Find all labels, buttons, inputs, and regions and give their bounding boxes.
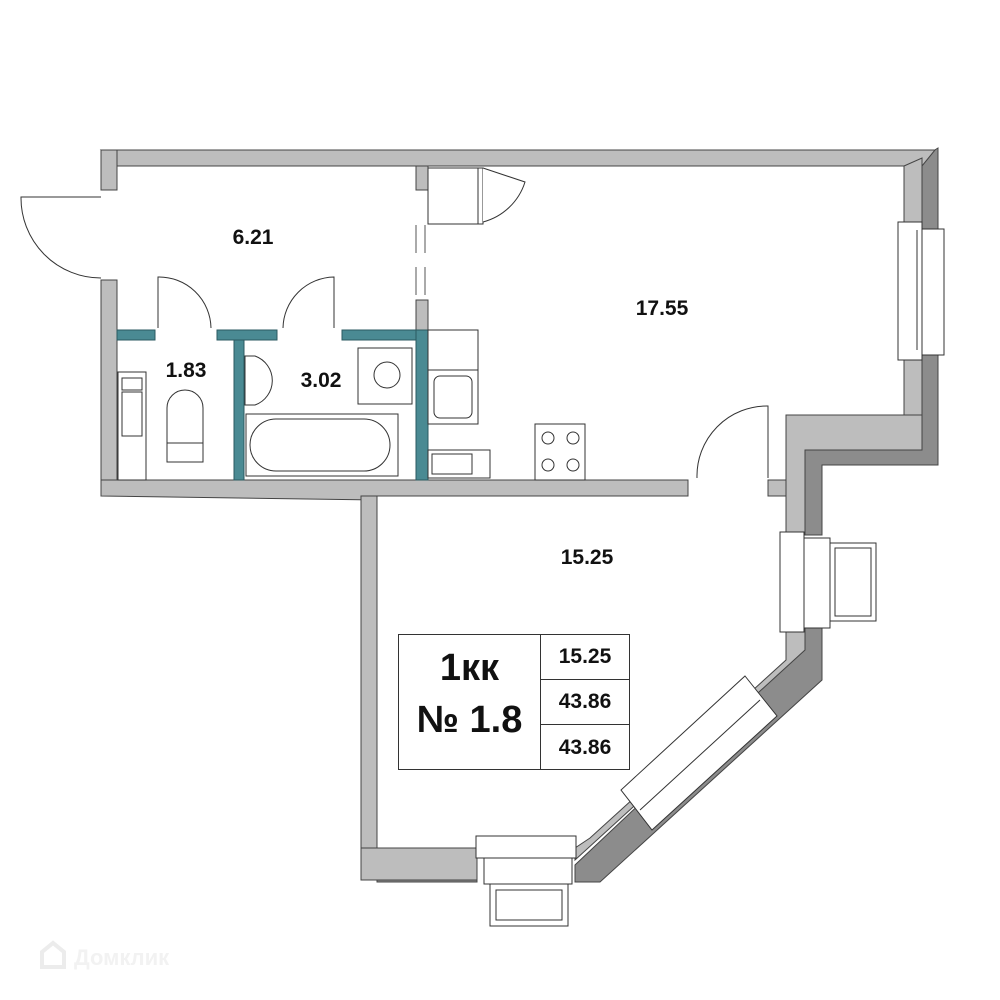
room-area-hallway: 6.21 [232, 226, 274, 249]
zone-divider [415, 225, 426, 305]
room-area-kitchen-living: 17.55 [635, 297, 689, 320]
fixtures [117, 167, 586, 481]
total-area-2: 43.86 [558, 735, 612, 759]
doors [20, 196, 769, 479]
living-area: 15.25 [541, 635, 629, 680]
room-area-toilet: 1.83 [165, 359, 207, 382]
room-area-bedroom: 15.25 [560, 546, 614, 569]
apartment-type: 1кк [439, 647, 500, 689]
apartment-id-block: 1кк № 1.8 [399, 635, 541, 769]
total-area: 43.86 [541, 680, 629, 725]
windows [475, 221, 945, 927]
watermark-text: Домклик [74, 945, 170, 970]
house-logo-icon [38, 940, 68, 976]
watermark: Домклик [38, 940, 169, 976]
room-area-bathroom: 3.02 [300, 369, 342, 392]
apartment-number: № 1.8 [416, 699, 523, 741]
apartment-areas: 15.25 43.86 43.86 [541, 635, 629, 769]
apartment-info-table: 1кк № 1.8 15.25 43.86 43.86 [398, 634, 630, 770]
bathroom-partitions [116, 329, 429, 481]
